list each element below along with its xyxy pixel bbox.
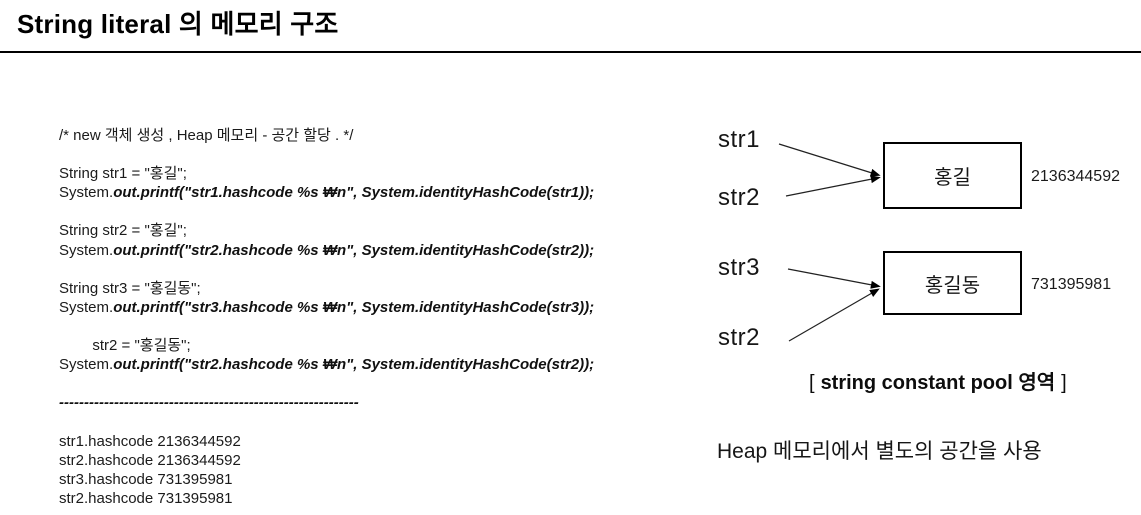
code-line: System.out.printf("str2.hashcode %s ₩n",… [59, 241, 595, 259]
code-line: /* new 객체 생성 , Heap 메모리 - 공간 할당 . */ [59, 127, 354, 144]
code-line: str2 = "홍길동"; [59, 337, 191, 355]
pool-box-honggil-value: 홍길 [934, 167, 971, 189]
code-line: ----------------------------------------… [59, 394, 359, 412]
code-line: str2.hashcode 2136344592 [59, 451, 241, 469]
code-line [59, 202, 594, 221]
ref-label-str1: str1 [718, 126, 761, 153]
heap-note: Heap 메모리에서 별도의 공간을 사용 [717, 440, 1042, 463]
code-line [59, 145, 594, 164]
pool-box-honggildong-value: 홍길동 [924, 274, 981, 297]
pool-box-honggildong: 홍길동 [883, 251, 1022, 315]
title-divider [0, 51, 1141, 53]
code-line: str1.hashcode 2136344592 [59, 432, 241, 450]
code-line [59, 412, 594, 431]
arrow-str1-to-honggil [778, 143, 881, 177]
ref-label-str2: str2 [718, 184, 761, 211]
ref-label-str3: str3 [718, 254, 761, 281]
code-line: String str3 = "홍길동"; [59, 279, 201, 297]
code-line [59, 317, 594, 336]
code-line [59, 374, 594, 393]
ref-label-str2-second: str2 [718, 324, 761, 351]
hashcode-honggil: 2136344592 [1031, 168, 1120, 185]
code-line: System.out.printf("str1.hashcode %s ₩n",… [59, 184, 595, 202]
code-line: str3.hashcode 731395981 [59, 470, 233, 488]
code-line: System.out.printf("str3.hashcode %s ₩n",… [59, 298, 595, 316]
code-line: System.out.printf("str2.hashcode %s ₩n",… [59, 356, 595, 374]
code-line: String str1 = "홍길"; [59, 165, 187, 183]
hashcode-honggildong: 731395981 [1031, 276, 1112, 293]
pool-caption-open-bracket: [ [809, 372, 815, 394]
code-block: /* new 객체 생성 , Heap 메모리 - 공간 할당 . */ Str… [59, 126, 594, 508]
pool-caption-close-bracket: ] [1061, 372, 1067, 394]
page-title: String literal 의 메모리 구조 [17, 9, 339, 39]
arrow-str2b-to-honggildong [788, 288, 880, 342]
code-line [59, 260, 594, 279]
arrow-str2-to-honggil [785, 175, 881, 197]
code-line: String str2 = "홍길"; [59, 222, 187, 240]
pool-caption-label: string constant pool 영역 [820, 372, 1056, 394]
arrow-str3-to-honggildong [787, 268, 881, 289]
pool-caption: [string constant pool 영역] [803, 366, 1073, 395]
code-line: str2.hashcode 731395981 [59, 489, 233, 507]
pool-box-honggil: 홍길 [883, 142, 1022, 209]
